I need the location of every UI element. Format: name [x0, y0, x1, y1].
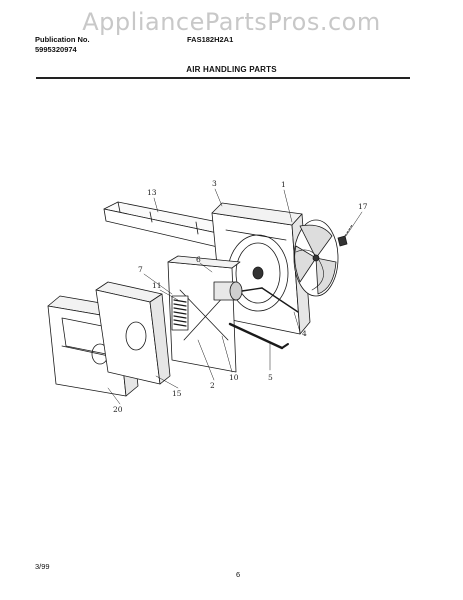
publication-number: 5995320974 [35, 45, 77, 54]
title-rule [36, 77, 410, 79]
part-6-motor-bracket [167, 255, 263, 373]
part-4-shaft [261, 287, 299, 313]
callout-5: 5 [268, 373, 273, 382]
callout-10: 10 [229, 373, 239, 382]
callout-2: 2 [210, 381, 215, 390]
callout-3: 3 [212, 179, 217, 188]
section-title: AIR HANDLING PARTS [186, 65, 277, 74]
part-1-fan-blade [293, 219, 339, 297]
part-17-clip [337, 224, 353, 247]
callout-4: 4 [302, 329, 307, 338]
leader-lines [107, 188, 363, 405]
callout-6: 6 [196, 255, 201, 264]
publication-label: Publication No. [35, 35, 90, 44]
page-number: 6 [236, 570, 241, 579]
part-5-tube [228, 322, 289, 350]
callout-17: 17 [358, 202, 368, 211]
callout-1: 1 [281, 180, 286, 189]
callout-20: 20 [113, 405, 123, 414]
callout-13: 13 [147, 188, 157, 197]
callout-7: 7 [138, 265, 143, 274]
callout-labels: 13 3 1 17 7 11 6 10 2 5 4 15 20 [113, 179, 368, 414]
callout-15: 15 [172, 389, 182, 398]
watermark-text: AppliancePartsPros.com [82, 8, 381, 36]
model-number: FAS182H2A1 [187, 35, 234, 44]
revision-date: 3/99 [35, 562, 50, 571]
part-15-inner-panel [95, 281, 171, 385]
callout-11: 11 [152, 281, 162, 290]
part-11-coil-assembly [171, 295, 189, 331]
